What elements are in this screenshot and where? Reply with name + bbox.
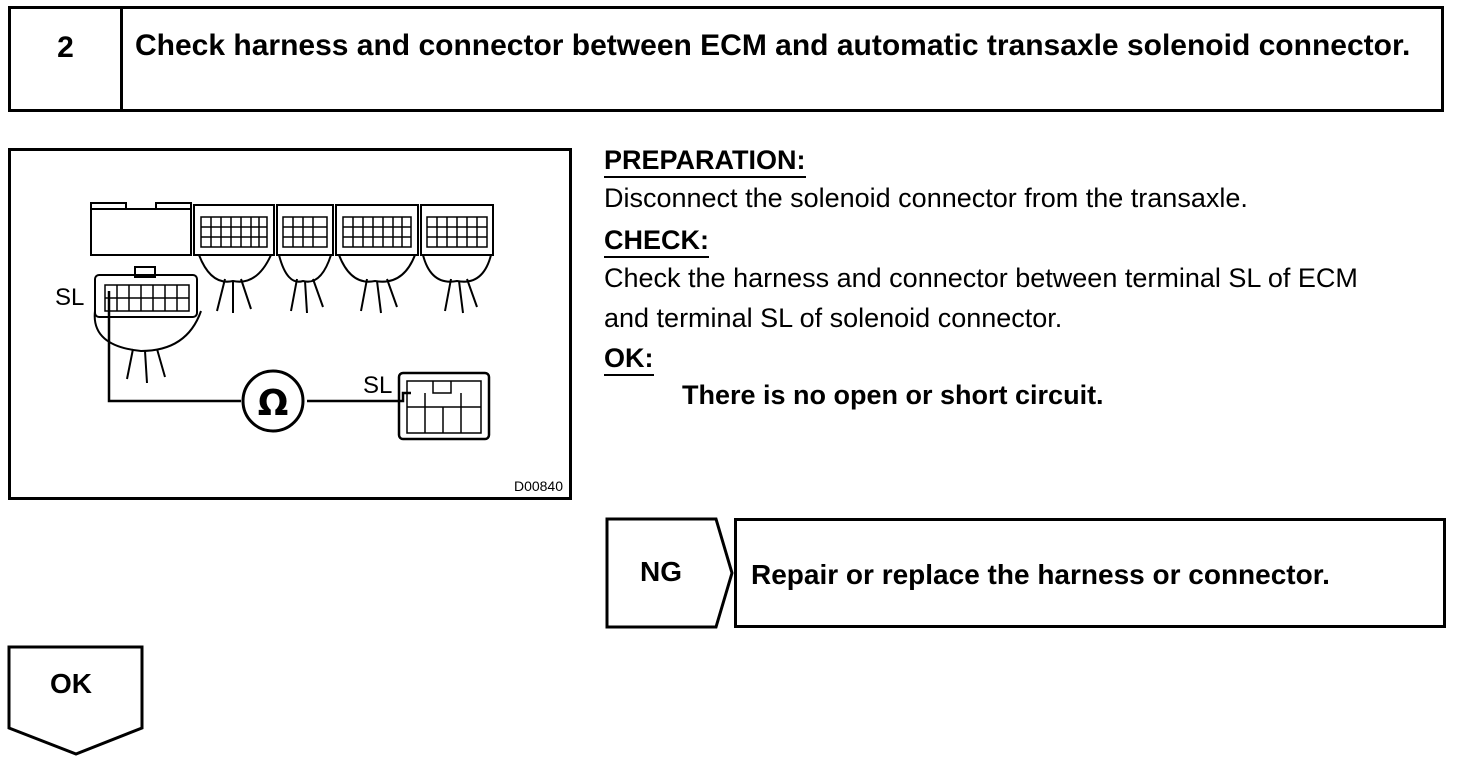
preparation-heading: PREPARATION: [604,144,806,178]
step-title: Check harness and connector between ECM … [135,29,1411,62]
check-text-line-1: Check the harness and connector between … [604,263,1358,293]
check-text-line-2: and terminal SL of solenoid connector. [604,303,1063,333]
step-number: 2 [11,9,123,109]
sl-solenoid-label: SL [363,372,392,399]
sl-ecm-label: SL [55,284,84,311]
ok-tag-shape [7,645,144,756]
preparation-section: PREPARATION: Disconnect the solenoid con… [604,144,1464,218]
check-section: CHECK: Check the harness and connector b… [604,224,1464,338]
ng-tag: NG [640,556,682,587]
wiring-figure: SL SL Ω D00840 [8,148,572,500]
connector-diagram: SL SL Ω D00840 [55,202,563,494]
ng-tag-shape [605,517,734,629]
ok-tag: OK [50,668,92,699]
ok-criteria-text: There is no open or short circuit. [682,380,1104,410]
figure-code: D00840 [514,478,563,494]
ok-heading: OK: [604,342,654,376]
ng-action-box: Repair or replace the harness or connect… [734,518,1446,628]
ohmmeter-icon: Ω [258,383,289,424]
step-header: 2 Check harness and connector between EC… [8,6,1444,112]
preparation-text: Disconnect the solenoid connector from t… [604,183,1248,213]
check-heading: CHECK: [604,224,709,258]
ok-section: OK: [604,342,1464,376]
